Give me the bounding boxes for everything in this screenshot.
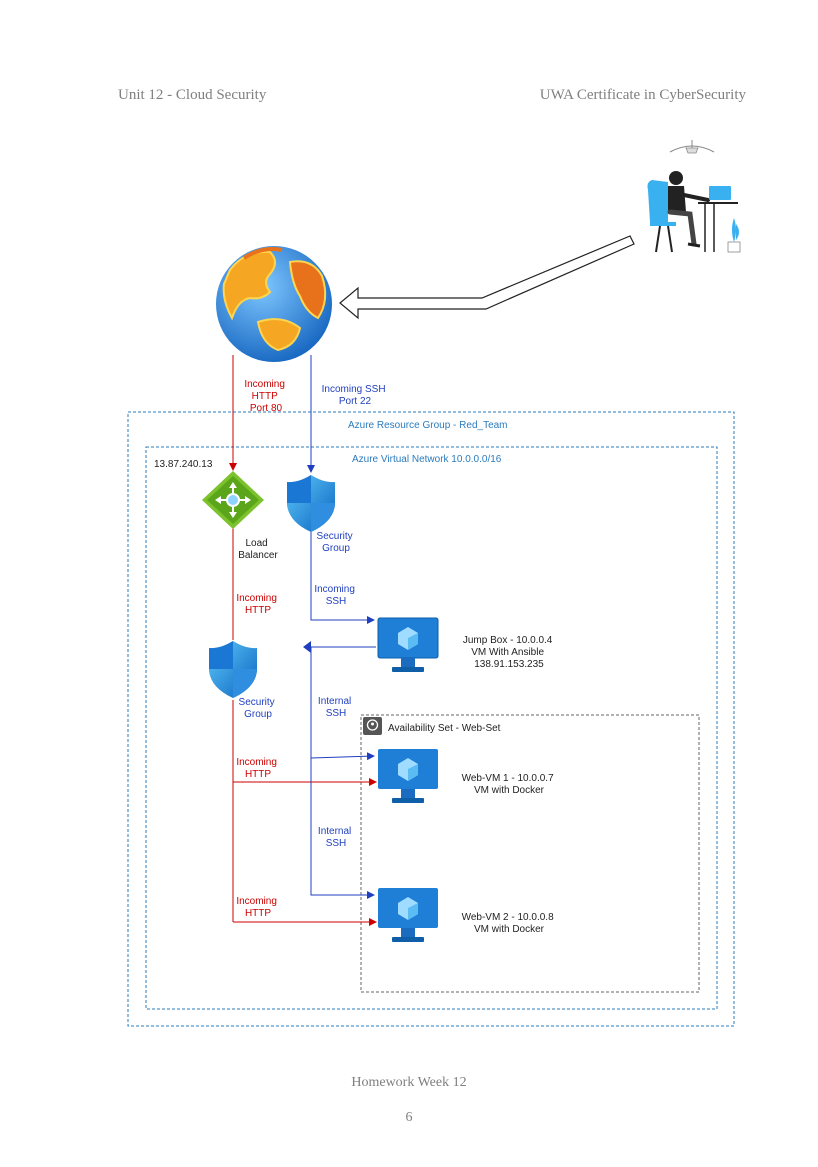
jump-box-label: Jump Box - 10.0.0.4 VM With Ansible 138.… [463, 635, 555, 670]
load-balancer-label: Load Balancer [238, 538, 278, 561]
ssh-to-jumpbox-line [310, 532, 375, 624]
internal-ssh-to-vm1-line [310, 752, 375, 761]
header-left: Unit 12 - Cloud Security [118, 87, 267, 103]
availability-set-box [360, 714, 700, 993]
load-balancer-icon [202, 471, 264, 529]
incoming-ssh-port22-label: Incoming SSH Port 22 [322, 384, 389, 407]
resource-group-label: Azure Resource Group - Red_Team [348, 420, 508, 431]
incoming-http-3-label: Incoming HTTP [236, 896, 279, 919]
security-group-1-icon [287, 475, 335, 532]
security-group-2-label: Security Group [239, 697, 278, 720]
incoming-http-port80-label: Incoming HTTP Port 80 [244, 379, 287, 414]
web-vm1-icon [378, 749, 438, 803]
incoming-http-1-label: Incoming HTTP [236, 593, 279, 616]
web-vm2-label: Web-VM 2 - 10.0.0.8 VM with Docker [462, 912, 557, 935]
web-vm1-label: Web-VM 1 - 10.0.0.7 VM with Docker [462, 773, 557, 796]
incoming-http-2-label: Incoming HTTP [236, 757, 279, 780]
resource-group-box [127, 411, 735, 1027]
user-at-desk-icon [647, 140, 741, 253]
header-right: UWA Certificate in CyberSecurity [539, 87, 746, 103]
availability-set-label: Availability Set - Web-Set [388, 723, 501, 734]
internet-globe-icon [216, 246, 332, 362]
public-ip-label: 13.87.240.13 [154, 459, 213, 470]
availability-set-icon [363, 717, 382, 735]
jump-box-vm-icon [377, 617, 439, 672]
internal-ssh-2-label: Internal SSH [318, 826, 354, 849]
vnet-label: Azure Virtual Network 10.0.0.0/16 [352, 454, 502, 465]
vnet-box [145, 446, 718, 1010]
internal-ssh-trunk-line [310, 646, 376, 899]
internal-ssh-1-label: Internal SSH [318, 696, 354, 719]
user-to-internet-arrow [339, 235, 635, 320]
incoming-ssh-label: Incoming SSH [314, 584, 357, 607]
page-number: 6 [405, 1110, 413, 1125]
security-group-2-icon [209, 641, 257, 698]
internal-ssh-arrowhead [303, 641, 311, 653]
footer-title: Homework Week 12 [351, 1075, 467, 1090]
security-group-1-label: Security Group [317, 531, 356, 554]
web-vm2-icon [378, 888, 438, 942]
